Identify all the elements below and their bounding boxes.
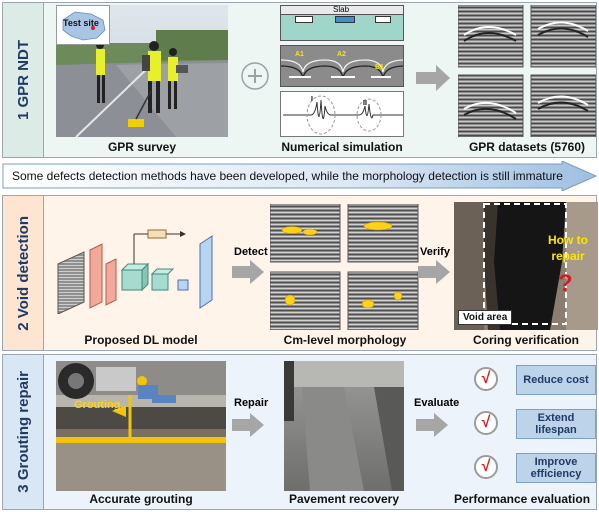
verify-arrow [418, 260, 450, 284]
gpr-survey-photo: Test site [56, 5, 228, 137]
how-to-repair-text: How to repair [548, 233, 588, 264]
verify-label: Verify [420, 246, 450, 258]
evaluate-label: Evaluate [414, 397, 460, 409]
grouting-tag: Grouting [74, 399, 121, 411]
coring-verification-caption: Coring verification [472, 333, 579, 347]
void-detection-label: 2 Void detection [3, 196, 44, 350]
grouting-photo: Grouting [56, 361, 226, 491]
sim-tag-b1: B1 [375, 64, 384, 71]
benefit-extend-lifespan: √ Extend lifespan [474, 407, 598, 441]
test-site-tag: Test site [63, 18, 99, 28]
morphology-caption: Cm-level morphology [283, 333, 407, 347]
performance-evaluation-caption: Performance evaluation [453, 492, 591, 506]
detect-arrow [232, 260, 264, 284]
slab-label: Slab [333, 5, 350, 14]
grouting-repair-panel: 3 Grouting repair [2, 354, 597, 510]
test-site-map-inset: Test site [56, 5, 110, 45]
slab-model-figure: Slab [280, 5, 404, 41]
benefit-label: Reduce cost [516, 365, 596, 395]
plus-icon [240, 61, 270, 91]
void-area-label: Void area [458, 310, 513, 325]
coring-photo: How to repair ? Void area [454, 202, 598, 330]
pavement-recovery-caption: Pavement recovery [288, 492, 400, 506]
benefit-reduce-cost: √ Reduce cost [474, 363, 598, 397]
question-icon: ? [558, 270, 573, 297]
morphology-grid [269, 203, 420, 331]
gpr-ndt-label: 1 GPR NDT [3, 3, 44, 157]
gpr-survey-caption: GPR survey [107, 140, 177, 154]
benefit-label: Extend lifespan [516, 409, 596, 439]
wave-mark-i: I [311, 96, 313, 103]
dl-model-caption: Proposed DL model [84, 333, 198, 347]
benefit-improve-efficiency: √ Improve efficiency [474, 451, 598, 485]
gpr-dataset-images [457, 4, 597, 138]
evaluate-arrow [416, 413, 448, 437]
repair-arrow [232, 413, 264, 437]
sim-tag-a1: A1 [295, 51, 304, 58]
gpr-ndt-panel: 1 GPR NDT [2, 2, 597, 158]
banner-arrow: Some defects detection methods have been… [2, 161, 597, 191]
check-icon: √ [474, 455, 498, 479]
flow-arrow [416, 65, 450, 91]
morphology-images [269, 203, 419, 331]
grouting-repair-label: 3 Grouting repair [3, 355, 44, 509]
simulated-radargram: A1 A2 B1 [280, 45, 404, 87]
simulated-waveform: I II [280, 91, 404, 137]
check-icon: √ [474, 411, 498, 435]
void-detection-panel: 2 Void detection [2, 195, 598, 351]
numerical-simulation-caption: Numerical simulation [281, 140, 403, 154]
accurate-grouting-caption: Accurate grouting [89, 492, 193, 506]
detect-label: Detect [234, 246, 268, 258]
banner-text: Some defects detection methods have been… [12, 169, 563, 183]
gpr-dataset-grid [457, 4, 597, 138]
gpr-datasets-caption: GPR datasets (5760) [468, 140, 586, 154]
sim-tag-a2: A2 [337, 51, 346, 58]
benefit-label: Improve efficiency [516, 453, 596, 483]
wave-mark-ii: II [363, 100, 367, 107]
repair-label: Repair [234, 397, 269, 409]
pavement-recovery-photo [284, 361, 404, 491]
dl-model-figure [56, 214, 226, 315]
check-icon: √ [474, 367, 498, 391]
